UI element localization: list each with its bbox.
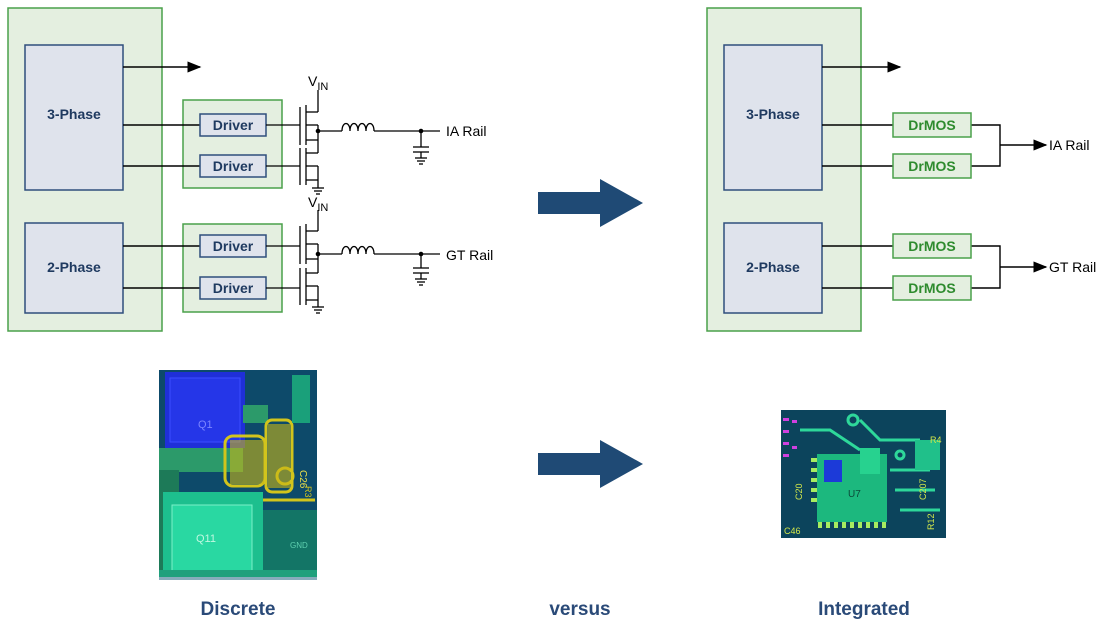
two-phase-label-integrated: 2-Phase (746, 259, 800, 275)
two-phase-block-integrated (723, 222, 823, 314)
rail-node-dot-top (418, 128, 424, 134)
gt-rail-label-integrated: GT Rail (1049, 259, 1096, 275)
controller-to-driver-lines (123, 124, 200, 289)
vin-label-bottom: VIN (308, 194, 328, 214)
two-phase-block (24, 222, 124, 314)
power-stage-top (266, 90, 440, 195)
drmos-label-2: DrMOS (908, 158, 955, 174)
pcb-discrete-image: Q1 C26 C2 R3 Q11 GND (159, 370, 317, 580)
discrete-schematic: 3-Phase 2-Phase Driver Driver Driver Dri… (7, 7, 493, 332)
pcb-c20-label: C20 (794, 483, 804, 500)
pcb-integrated-image: U7 C20 C207 R4 R12 C46 (781, 410, 946, 538)
gt-rail-label-discrete: GT Rail (446, 247, 493, 263)
three-phase-label: 3-Phase (47, 106, 101, 122)
driver-label-3: Driver (213, 238, 254, 254)
driver-label-2: Driver (213, 158, 254, 174)
pcb-c46-label: C46 (784, 526, 801, 536)
drmos-label-3: DrMOS (908, 238, 955, 254)
three-phase-block (24, 44, 124, 191)
drmos-label-4: DrMOS (908, 280, 955, 296)
switch-node-dot-top (315, 128, 321, 134)
two-phase-label: 2-Phase (47, 259, 101, 275)
pcb-r4-label: R4 (930, 435, 942, 445)
caption-integrated: Integrated (818, 599, 910, 620)
pcb-q1-label: Q1 (198, 419, 213, 431)
ia-rail-label-discrete: IA Rail (446, 123, 486, 139)
switch-node-dot-bottom (315, 251, 321, 257)
ia-rail-label-integrated: IA Rail (1049, 137, 1089, 153)
pcb-u7-text: U7 (848, 489, 861, 500)
drmos-box-1 (892, 112, 972, 138)
pcb-r12-label: R12 (926, 513, 936, 530)
pcb-gnd-label: GND (290, 541, 308, 550)
pcb-r3-label: R3 (303, 486, 313, 498)
power-stage-bottom (266, 210, 440, 314)
transition-arrow-bottom (538, 440, 643, 488)
three-phase-block-integrated (723, 44, 823, 191)
drmos-box-2 (892, 153, 972, 179)
drmos-label-1: DrMOS (908, 117, 955, 133)
rail-node-dot-bottom (418, 251, 424, 257)
caption-discrete: Discrete (201, 599, 276, 620)
drmos-box-4 (892, 275, 972, 301)
vin-label-top: VIN (308, 73, 328, 93)
pcb-c26-label: C26 (297, 470, 308, 489)
driver-label-4: Driver (213, 280, 254, 296)
pcb-c207-label: C207 (918, 478, 928, 500)
transition-arrow-top (538, 179, 643, 227)
three-phase-label-integrated: 3-Phase (746, 106, 800, 122)
drmos-box-3 (892, 233, 972, 259)
caption-versus: versus (549, 599, 610, 620)
driver-label-1: Driver (213, 117, 254, 133)
pcb-q11-label: Q11 (196, 533, 216, 545)
integrated-schematic: 3-Phase 2-Phase DrMOS DrMOS DrMOS DrMOS … (706, 7, 1096, 332)
